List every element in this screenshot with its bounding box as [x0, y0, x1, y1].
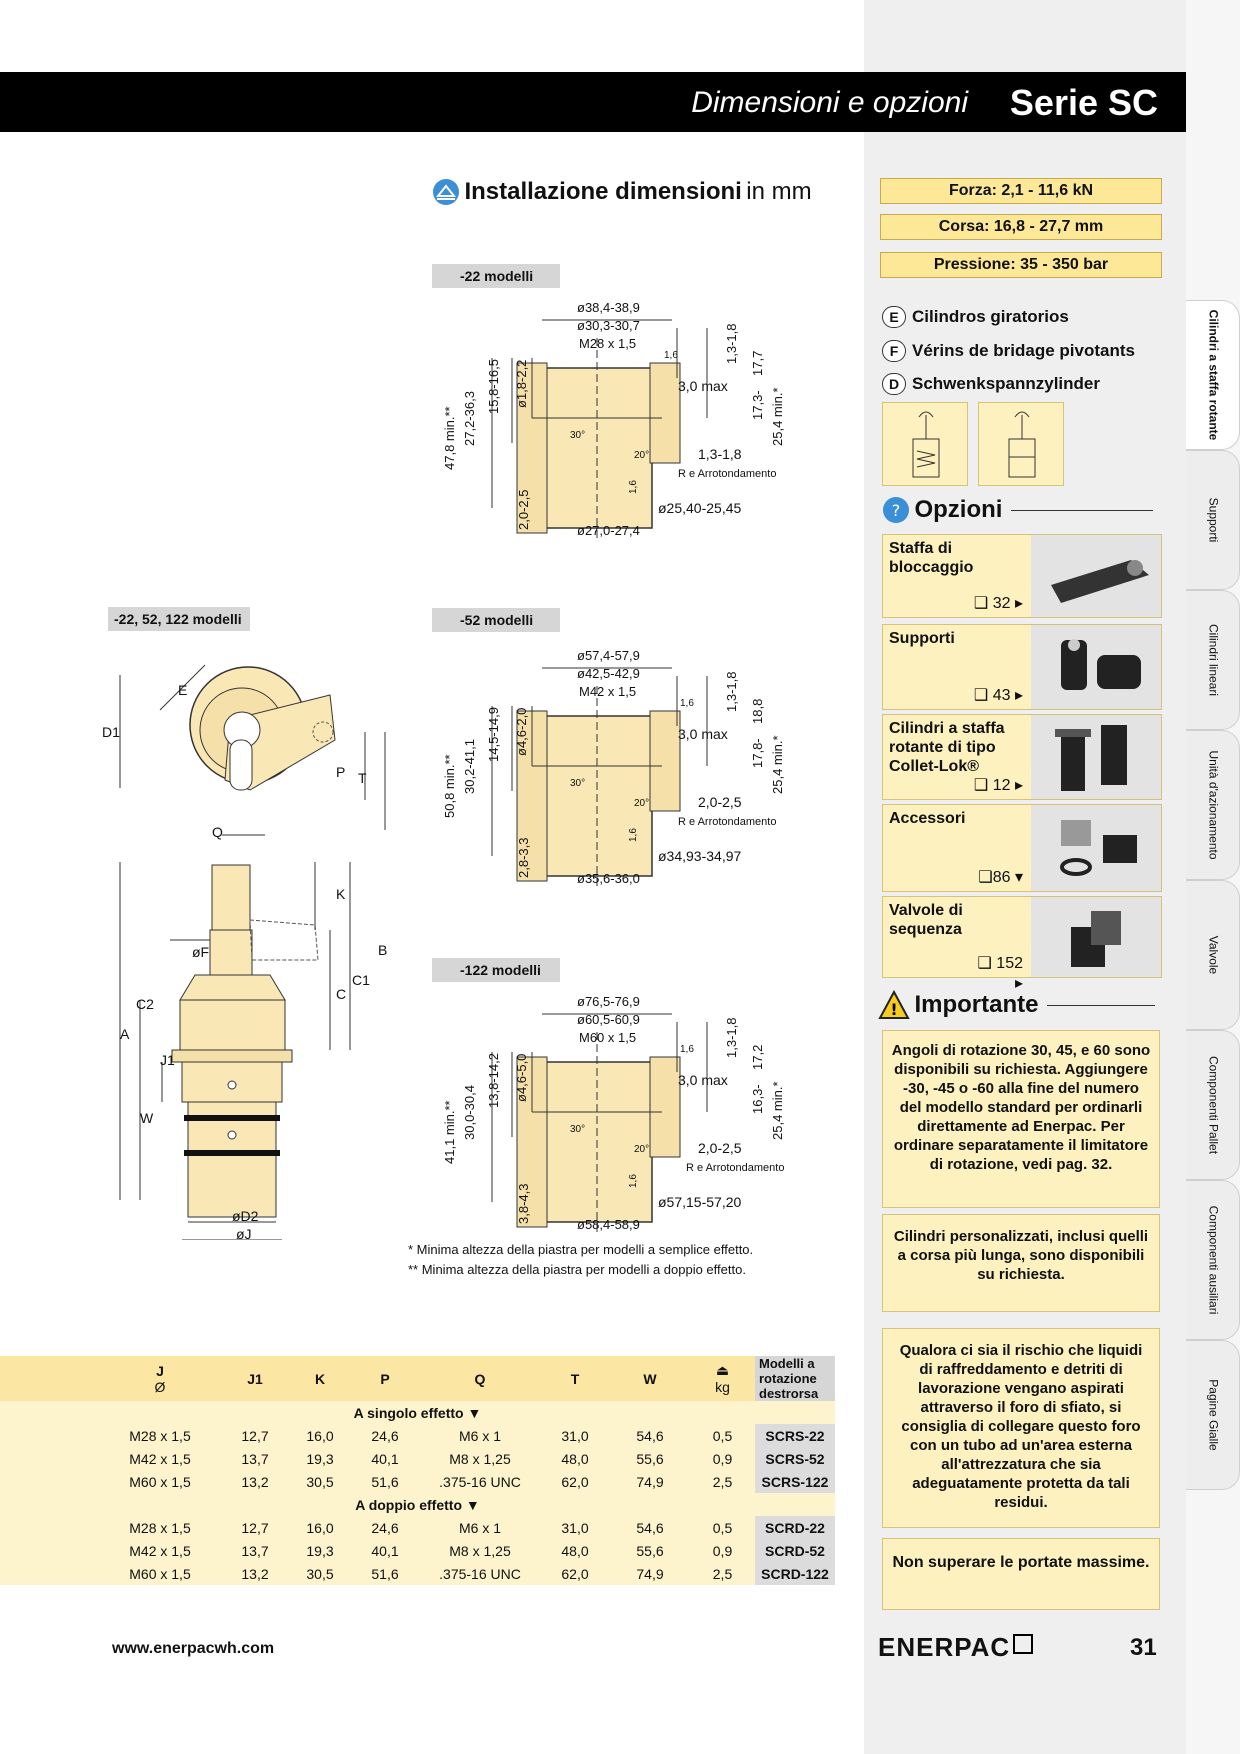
accessories-image	[1031, 805, 1161, 891]
panel-label-122: -122 modelli	[432, 958, 560, 982]
col-q: Q	[420, 1356, 540, 1401]
cylinder-drawing: E D1 P T Q K øF B C1 C C2 A J1 W øD2 øJ	[100, 640, 400, 1242]
page-number: 31	[1130, 1634, 1157, 1661]
brand-logo-icon	[1013, 1634, 1034, 1654]
group-single-row: A singolo effetto ▼	[0, 1401, 835, 1424]
header-subtitle: Dimensioni e opzioni	[691, 86, 968, 119]
footnote-double: ** Minima altezza della piastra per mode…	[408, 1262, 746, 1277]
lightbulb-icon: ?	[883, 497, 909, 523]
spec-pressure: Pressione: 35 - 350 bar	[880, 252, 1162, 278]
cavity-svg-22	[491, 319, 708, 538]
panel-label-22: -22 modelli	[432, 264, 560, 288]
svg-text:?: ?	[892, 501, 901, 520]
collet-lok-image	[1031, 715, 1161, 799]
cavity-svg-122	[491, 1013, 708, 1232]
clamp-arm-image	[1031, 535, 1161, 617]
option-valvole[interactable]: Valvole di sequenza ❑ 152 ▸	[882, 896, 1162, 992]
tab-pagine-gialle[interactable]: Pagine Gialle	[1186, 1340, 1240, 1490]
important-title: ! Importante	[878, 989, 1160, 1020]
work-support-image	[1031, 625, 1161, 709]
important-rotation-angles: Angoli di rotazione 30, 45, e 60 sono di…	[882, 1030, 1160, 1208]
col-kg: ⏏kg	[690, 1356, 755, 1401]
cavity-drawing-52: ø57,4-57,9 ø42,5-42,9 M42 x 1,5 1,6 3,0 …	[432, 646, 792, 896]
important-max-flow: Non superare le portate massime.	[882, 1538, 1160, 1610]
cavity-svg-52	[491, 667, 708, 886]
header-series: Serie SC	[1009, 82, 1158, 123]
important-rule	[1046, 1004, 1155, 1006]
tab-componenti-ausiliari[interactable]: Componenti ausiliari	[1186, 1180, 1240, 1340]
warning-icon: !	[878, 989, 910, 1019]
group-double-row: A doppio effetto ▼	[0, 1493, 835, 1516]
option-collet-lok[interactable]: Cilindri a staffa rotante di tipo Collet…	[882, 714, 1162, 800]
spec-stroke: Corsa: 16,8 - 27,7 mm	[880, 214, 1162, 240]
double-acting-symbol	[978, 402, 1064, 486]
option-accessori[interactable]: Accessori ❑86 ▾	[882, 804, 1162, 892]
install-section-title: Installazione dimensioni in mm	[432, 178, 812, 206]
important-vent-hole: Qualora ci sia il rischio che liquidi di…	[882, 1328, 1160, 1528]
panel-label-all: -22, 52, 122 modelli	[108, 607, 250, 631]
tab-cilindri-staffa[interactable]: Cilindri a staffa rotante	[1186, 300, 1240, 450]
col-w: W	[610, 1356, 690, 1401]
col-models: Modelli a rotazione destrorsa	[755, 1356, 835, 1401]
install-icon	[433, 179, 459, 205]
page-header: Dimensioni e opzioni Serie SC	[0, 72, 1186, 132]
footer-brand: ENERPAC	[878, 1632, 1034, 1663]
tab-valvole[interactable]: Valvole	[1186, 880, 1240, 1030]
cavity-drawing-122: ø76,5-76,9 ø60,5-60,9 M60 x 1,5 1,6 3,0 …	[432, 992, 792, 1242]
double-acting-icon	[1008, 411, 1036, 478]
footnote-single: * Minima altezza della piastra per model…	[408, 1242, 754, 1257]
tab-cilindri-lineari[interactable]: Cilindri lineari	[1186, 590, 1240, 730]
tab-supporti[interactable]: Supporti	[1186, 450, 1240, 590]
svg-text:!: !	[890, 1000, 897, 1019]
col-t: T	[540, 1356, 610, 1401]
tab-componenti-pallet[interactable]: Componenti Pallet	[1186, 1030, 1240, 1180]
tab-unita-azionamento[interactable]: Unità d'azionamento	[1186, 730, 1240, 880]
single-acting-symbol	[882, 402, 968, 486]
important-custom-cylinders: Cilindri personalizzati, inclusi quelli …	[882, 1214, 1160, 1312]
col-j1: J1	[220, 1356, 290, 1401]
spec-force: Forza: 2,1 - 11,6 kN	[880, 178, 1162, 204]
footer-url[interactable]: www.enerpacwh.com	[112, 1640, 275, 1657]
weight-icon: ⏏	[715, 1362, 730, 1378]
col-k: K	[290, 1356, 350, 1401]
option-supporti[interactable]: Supporti ❑ 43 ▸	[882, 624, 1162, 710]
options-title: ? Opzioni	[882, 496, 1160, 524]
cylinder-svg	[119, 664, 386, 1241]
sequence-valve-image	[1031, 897, 1161, 977]
option-staffa[interactable]: Staffa di bloccaggio ❑ 32 ▸	[882, 534, 1162, 618]
col-p: P	[350, 1356, 420, 1401]
options-rule	[1010, 509, 1153, 511]
single-acting-icon	[912, 411, 940, 478]
panel-label-52: -52 modelli	[432, 608, 560, 632]
cavity-drawing-22: ø38,4-38,9 ø30,3-30,7 M28 x 1,5 1,6 3,0 …	[432, 298, 792, 548]
